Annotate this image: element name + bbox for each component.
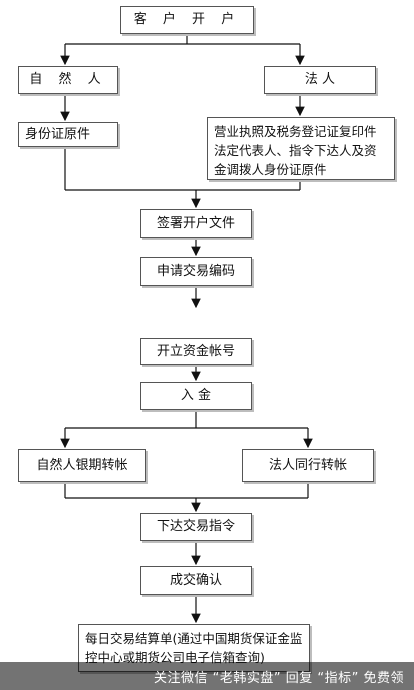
node-id-original: 身份证原件 bbox=[18, 122, 118, 147]
node-fund-account: 开立资金帐号 bbox=[140, 338, 252, 365]
node-sign-docs: 签署开户文件 bbox=[140, 209, 252, 238]
watermark-banner: 关注微信 “老韩实盘” 回复 “指标” 免费领 bbox=[0, 662, 414, 690]
node-legal-docs: 营业执照及税务登记证复印件法定代表人、指令下达人及资金调拨人身份证原件 bbox=[207, 117, 395, 180]
node-natural-transfer: 自然人银期转帐 bbox=[18, 449, 146, 482]
node-confirm-trade: 成交确认 bbox=[140, 566, 252, 595]
node-legal-transfer: 法人同行转帐 bbox=[242, 449, 374, 482]
node-apply-code: 申请交易编码 bbox=[140, 257, 252, 286]
node-deposit: 入 金 bbox=[140, 382, 252, 410]
node-place-order: 下达交易指令 bbox=[140, 513, 252, 541]
node-legal-person: 法 人 bbox=[264, 66, 376, 94]
node-open-account: 客 户 开 户 bbox=[120, 6, 254, 34]
node-natural-person: 自 然 人 bbox=[18, 66, 118, 94]
